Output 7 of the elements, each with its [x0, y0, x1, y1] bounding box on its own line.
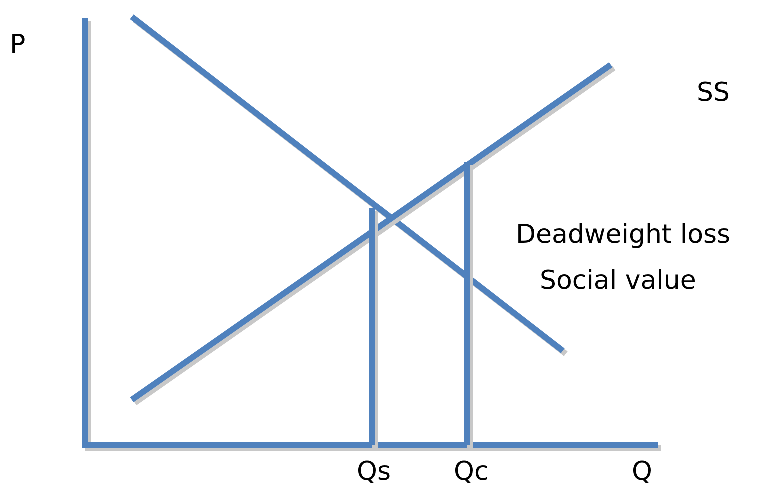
axis-label: P [10, 32, 26, 58]
curve-label: SS [697, 80, 730, 106]
axis-tick-label: Qs [357, 459, 392, 485]
annotation-text: Deadweight loss [516, 222, 731, 248]
axis-tick-label: Qc [454, 459, 489, 485]
axis-label: Q [632, 459, 652, 485]
annotation-text: Social value [540, 268, 696, 294]
